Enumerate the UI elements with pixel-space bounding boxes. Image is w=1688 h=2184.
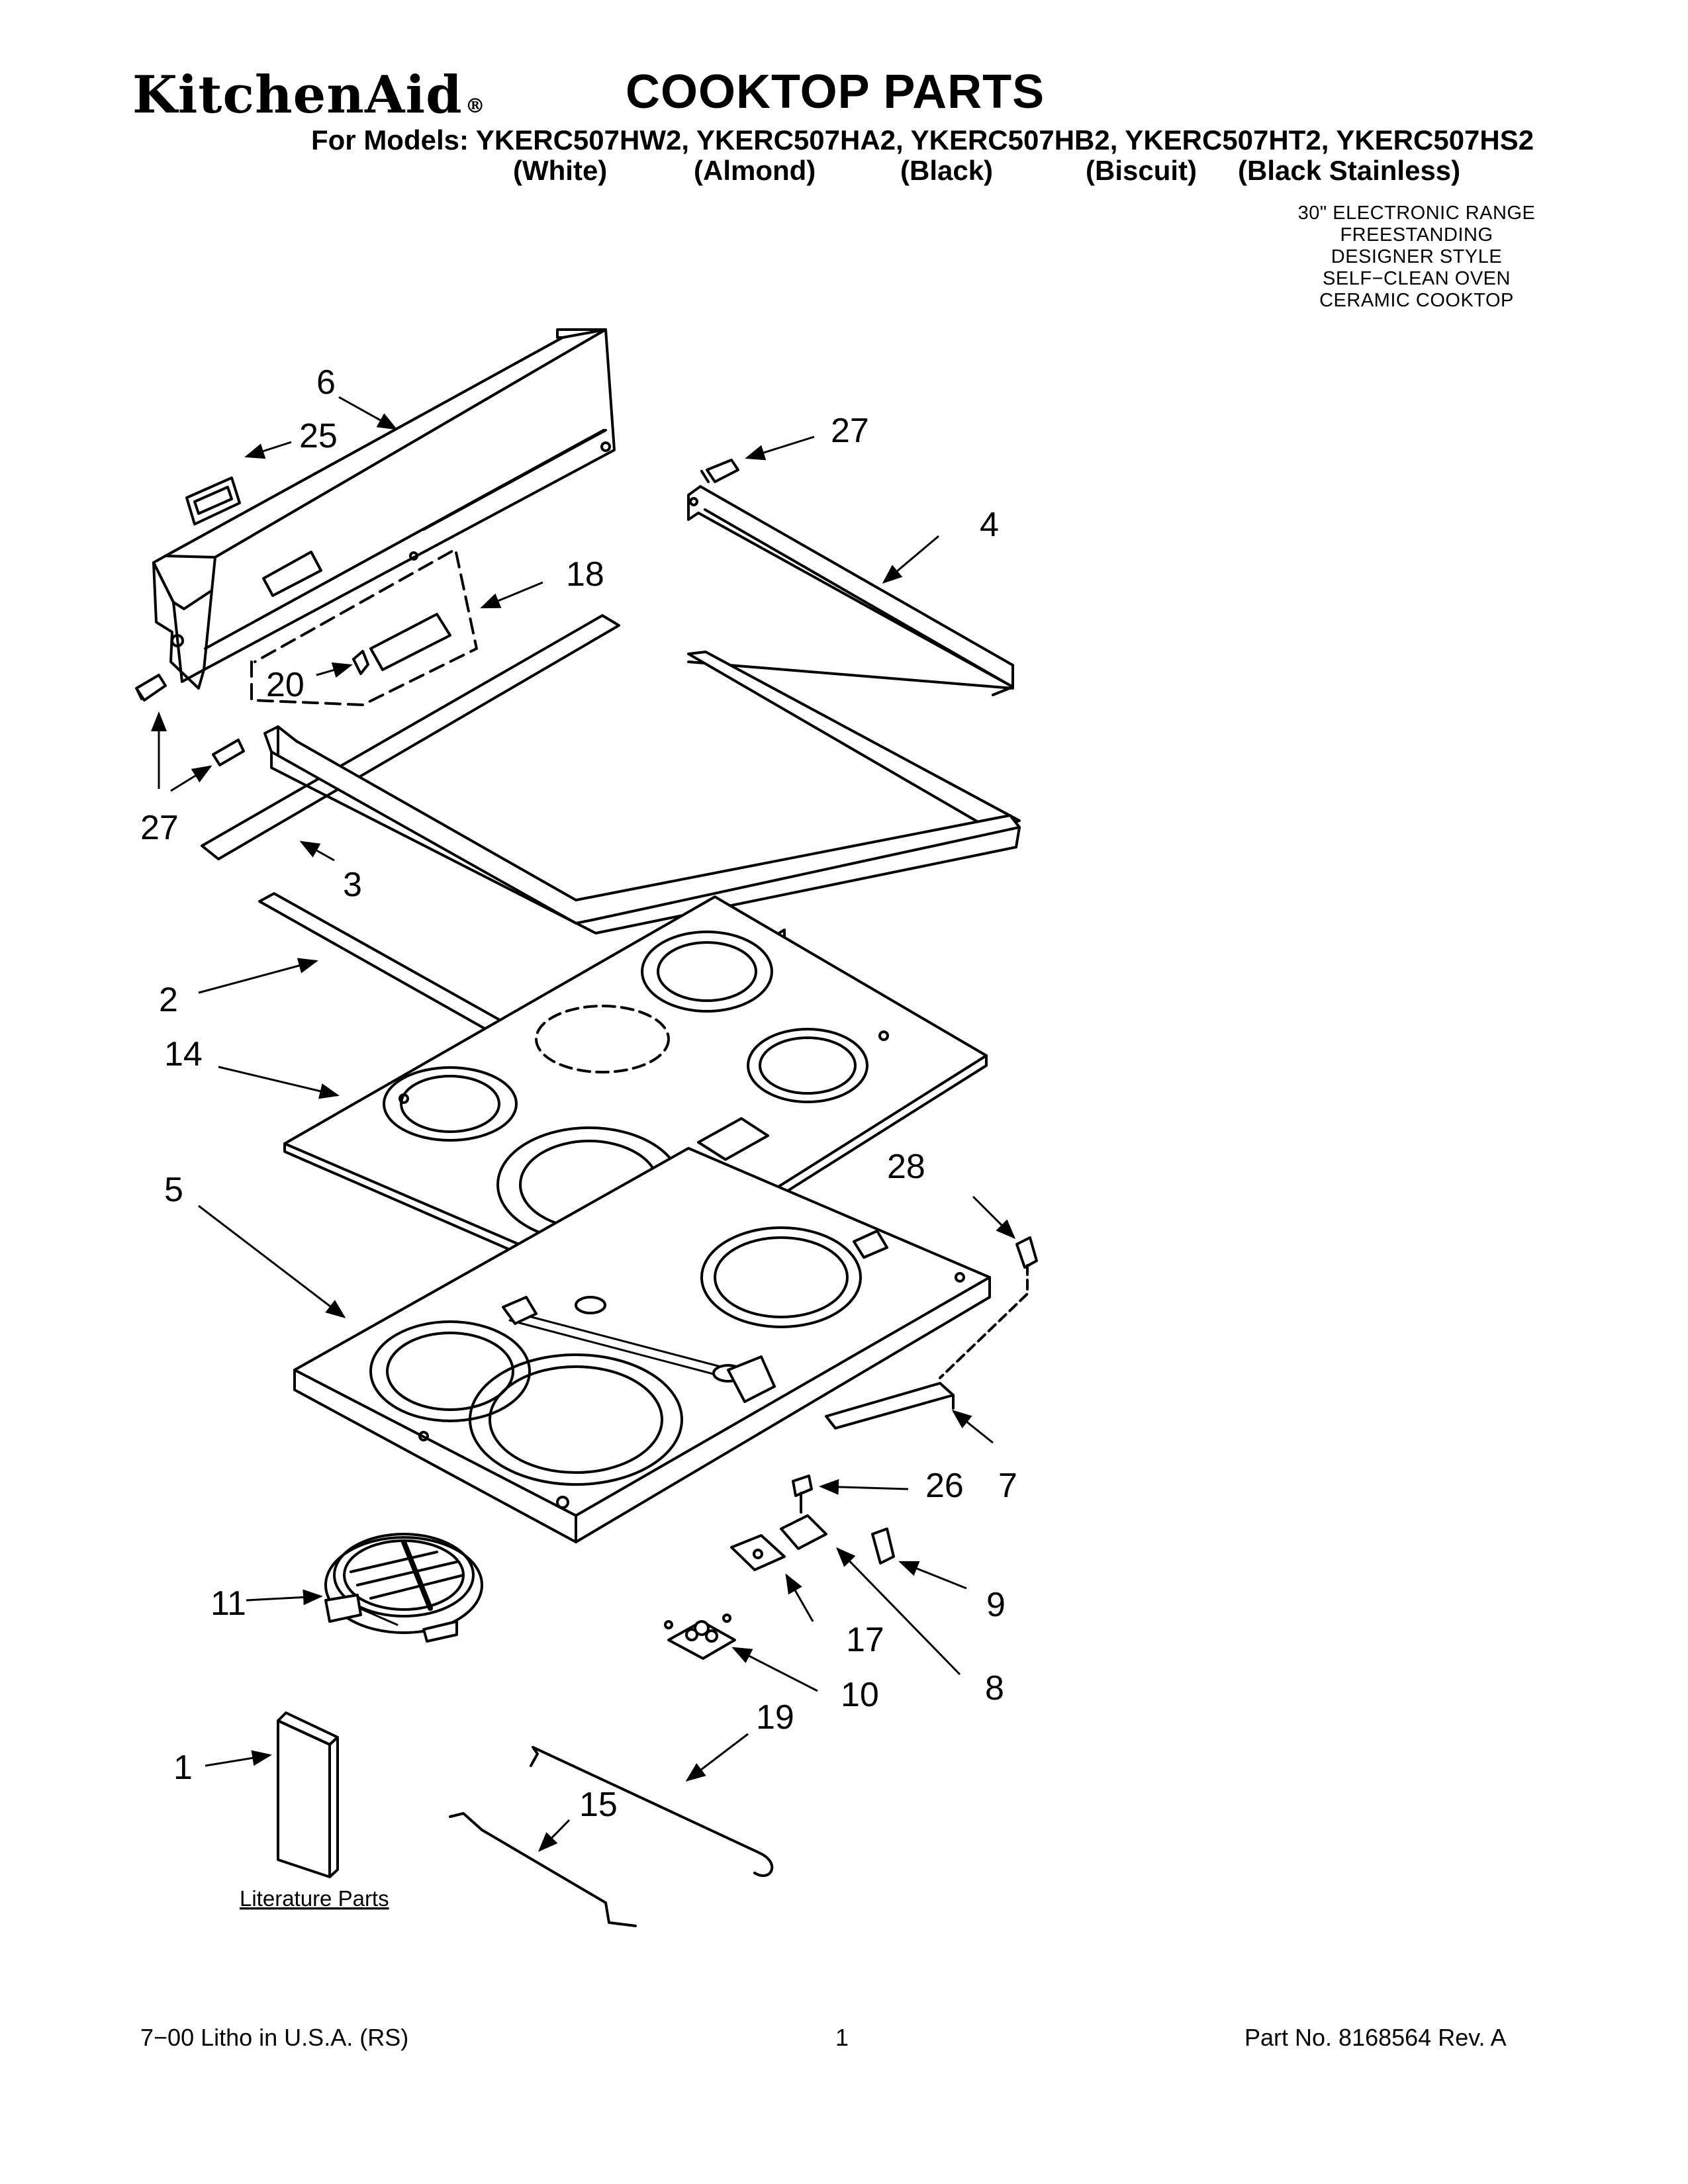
callout-4: 4 bbox=[980, 506, 999, 544]
callout-17: 17 bbox=[846, 1621, 884, 1659]
part-28-screw bbox=[939, 1236, 1038, 1379]
callout-14: 14 bbox=[164, 1035, 203, 1073]
part-27-screw-left-2 bbox=[212, 739, 245, 766]
spec-line-4: SELF−CLEAN OVEN bbox=[1323, 268, 1511, 289]
callout-20: 20 bbox=[266, 666, 305, 704]
color-black: (Black) bbox=[900, 155, 994, 186]
callout-19: 19 bbox=[756, 1698, 794, 1737]
part-25-badge bbox=[185, 477, 241, 525]
part-19-wire-rod bbox=[530, 1746, 774, 1878]
leader-arrows bbox=[151, 396, 1016, 1852]
part-4-rear-frame bbox=[687, 485, 1021, 832]
models-line: For Models: YKERC507HW2, YKERC507HA2, YK… bbox=[311, 124, 1534, 156]
part-17-clip bbox=[730, 1534, 786, 1571]
brand-name: KitchenAid bbox=[132, 65, 463, 125]
callout-25: 25 bbox=[299, 417, 338, 455]
spec-line-2: FREESTANDING bbox=[1340, 224, 1493, 246]
cooktop-frame bbox=[263, 725, 1021, 934]
part-10-switch bbox=[664, 1614, 736, 1660]
callout-6: 6 bbox=[316, 363, 336, 402]
callout-18: 18 bbox=[566, 555, 604, 594]
callout-27-left: 27 bbox=[140, 809, 179, 847]
part-27-screw-left-1 bbox=[135, 674, 167, 702]
part-15-wire-rod bbox=[449, 1812, 637, 1927]
callout-8: 8 bbox=[985, 1669, 1004, 1707]
callout-11: 11 bbox=[211, 1584, 246, 1623]
callout-1: 1 bbox=[173, 1749, 193, 1787]
part-9-stud bbox=[871, 1527, 895, 1565]
callout-2: 2 bbox=[159, 981, 178, 1019]
callout-9: 9 bbox=[986, 1586, 1006, 1624]
callout-15: 15 bbox=[579, 1786, 618, 1824]
brand-logo: KitchenAid® bbox=[132, 65, 486, 125]
part-3-trim-strip bbox=[201, 614, 620, 860]
color-black-stainless: (Black Stainless) bbox=[1238, 155, 1461, 186]
part-26-screw bbox=[792, 1475, 813, 1514]
footer-page-number: 1 bbox=[835, 2024, 849, 2051]
callout-10: 10 bbox=[841, 1676, 879, 1714]
spec-line-3: DESIGNER STYLE bbox=[1331, 246, 1503, 267]
callout-28: 28 bbox=[887, 1148, 925, 1186]
part-7-support-rail bbox=[825, 1382, 955, 1430]
color-white: (White) bbox=[513, 155, 608, 186]
part-5-cooktop-pan bbox=[293, 1147, 991, 1543]
part-27-screw-top bbox=[700, 459, 739, 483]
registered-mark: ® bbox=[465, 95, 486, 118]
callout-5: 5 bbox=[164, 1171, 183, 1209]
spec-line-1: 30" ELECTRONIC RANGE bbox=[1297, 203, 1536, 224]
page-title: COOKTOP PARTS bbox=[626, 66, 1045, 118]
spec-line-5: CERAMIC COOKTOP bbox=[1319, 290, 1514, 311]
footer-part-number: Part No. 8168564 Rev. A bbox=[1244, 2024, 1507, 2051]
footer-litho: 7−00 Litho in U.S.A. (RS) bbox=[140, 2024, 409, 2051]
callout-3: 3 bbox=[343, 866, 362, 904]
callout-26: 26 bbox=[925, 1467, 964, 1505]
part-11-radiant-element bbox=[324, 1533, 483, 1643]
literature-parts-label: Literature Parts bbox=[240, 1886, 389, 1911]
part-1-literature bbox=[277, 1711, 339, 1878]
callout-7: 7 bbox=[998, 1467, 1017, 1505]
part-8-bracket bbox=[780, 1514, 827, 1550]
color-biscuit: (Biscuit) bbox=[1086, 155, 1197, 186]
part-18-display-bracket bbox=[250, 548, 478, 706]
color-almond: (Almond) bbox=[694, 155, 816, 186]
part-14-glass-top bbox=[283, 895, 988, 1298]
part-20-clip bbox=[352, 650, 369, 675]
callout-27-top: 27 bbox=[831, 412, 869, 450]
part-6-backguard bbox=[152, 328, 616, 690]
callout-labels: 6 25 27 4 18 20 27 3 2 14 5 28 7 26 9 17… bbox=[140, 363, 1017, 1911]
